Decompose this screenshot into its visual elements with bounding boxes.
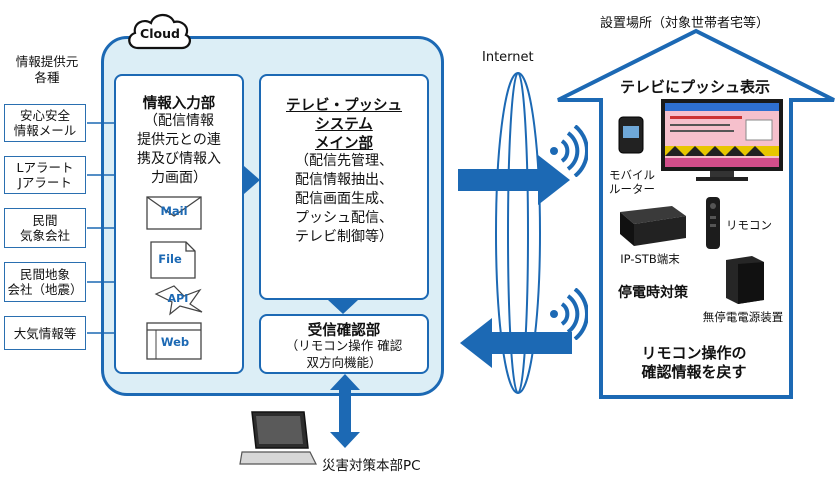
ups-label: 無停電電源装置 [702, 310, 784, 324]
ups-icon [726, 256, 764, 304]
push-arrow-right [458, 155, 570, 205]
location-label: 設置場所（対象世帯者宅等） [600, 16, 770, 31]
main-panel [259, 74, 429, 300]
return-confirm-text: リモコン操作の 確認情報を戻す [641, 344, 747, 381]
api-label: API [167, 292, 189, 305]
source-box-l-alert: Lアラート Jアラート [4, 156, 86, 194]
remote-icon [706, 197, 720, 249]
pc-double-arrow [330, 374, 360, 448]
file-icon [150, 241, 196, 279]
tv-icon [661, 99, 783, 181]
return-arrow-left [460, 318, 572, 368]
source-box-earthquake-company: 民間地象 会社（地震） [4, 262, 86, 302]
input-panel-title: 情報入力部 [142, 96, 216, 112]
power-measure-title: 停電時対策 [618, 285, 688, 301]
stb-label: IP-STB端末 [620, 252, 680, 266]
confirm-panel-body: （リモコン操作 確認 双方向機能） [285, 338, 403, 370]
laptop-icon [239, 411, 317, 465]
main-to-confirm-arrow [328, 300, 358, 314]
main-panel-title-3: メイン部 [315, 136, 373, 152]
web-label: Web [160, 335, 190, 349]
confirm-panel-title: 受信確認部 [307, 323, 381, 339]
input-to-main-arrow [244, 166, 260, 194]
main-panel-title-1: テレビ・プッシュ [286, 98, 402, 114]
sources-title: 情報提供元 各種 [15, 54, 79, 85]
cloud-label: Cloud [140, 26, 180, 41]
push-display-title: テレビにプッシュ表示 [619, 78, 770, 96]
mail-label: Mail [160, 204, 188, 218]
main-panel-title-2: システム [315, 117, 373, 133]
router-label: モバイル ルーター [609, 168, 655, 196]
web-window-icon [146, 322, 202, 360]
cloud-icon [128, 13, 192, 50]
input-panel-body: （配信情報 提供元との連 携及び情報入 力画面） [137, 113, 221, 186]
source-box-weather-company: 民間 気象会社 [4, 208, 86, 248]
wifi-signal-icon-bottom [550, 288, 588, 340]
mail-icon [146, 196, 202, 230]
wifi-signal-icon-top [550, 125, 588, 177]
confirm-panel [259, 314, 429, 374]
source-box-safety-mail: 安心安全 情報メール [4, 104, 86, 142]
internet-ellipses [495, 72, 541, 394]
source-box-air-info: 大気情報等 [4, 316, 86, 350]
mobile-router-icon [618, 116, 644, 154]
remote-label: リモコン [726, 218, 772, 232]
internet-label: Internet [482, 50, 534, 65]
ip-stb-icon [620, 206, 686, 246]
file-label: File [158, 252, 182, 266]
hq-pc-label: 災害対策本部PC [322, 458, 421, 474]
main-panel-body: （配信先管理、 配信情報抽出、 配信画面生成、 プッシュ配信、 テレビ制御等） [295, 153, 393, 245]
api-lightning-icon [154, 285, 203, 316]
